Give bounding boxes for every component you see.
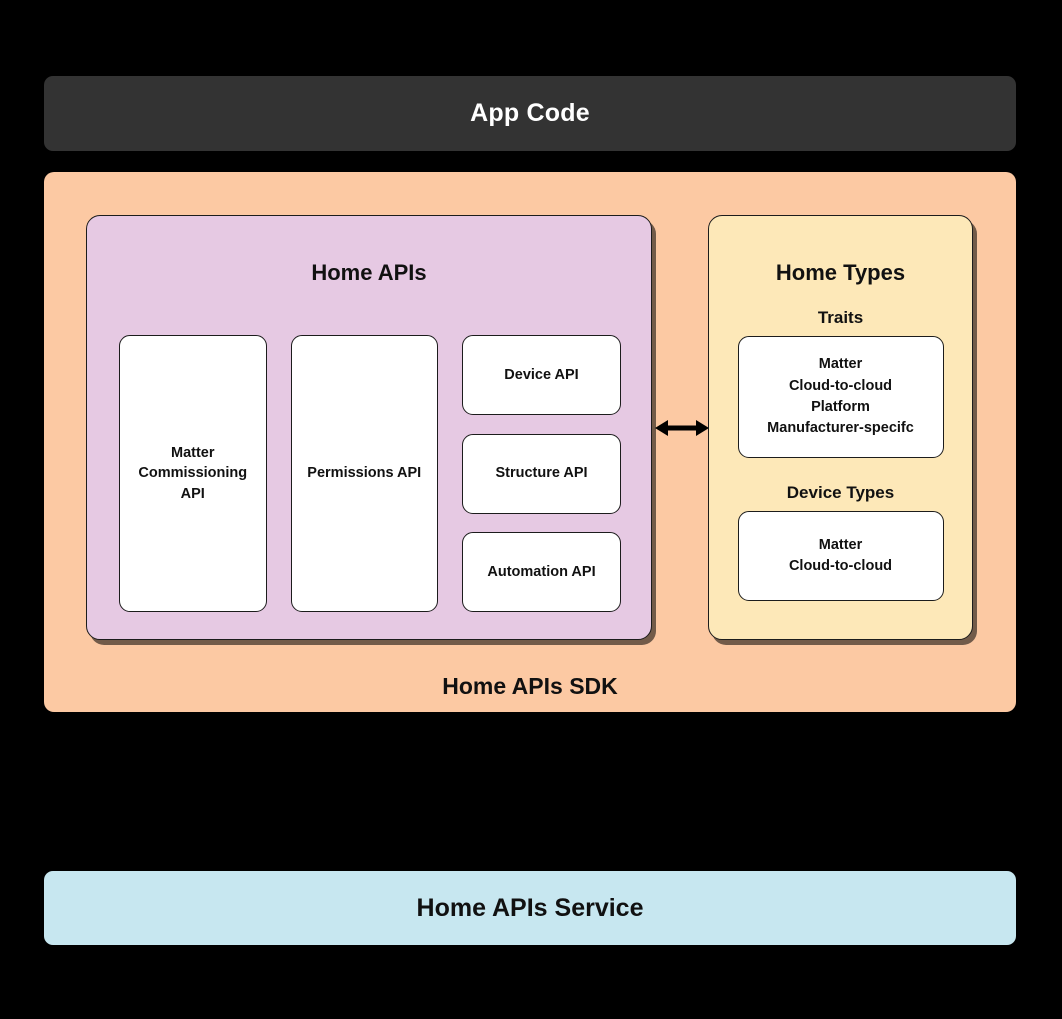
home-apis-sdk-container: Home APIs Matter Commissioning API Permi… bbox=[44, 172, 1016, 712]
home-types-title: Home Types bbox=[775, 260, 906, 285]
device-types-heading: Device Types bbox=[786, 483, 895, 502]
app-code-bar: App Code bbox=[44, 76, 1016, 151]
device-types-section: Device Types Matter Cloud-to-cloud bbox=[709, 483, 972, 601]
device-types-card: Matter Cloud-to-cloud bbox=[737, 511, 944, 601]
automation-api-label: Automation API bbox=[487, 563, 596, 580]
home-apis-panel: Home APIs Matter Commissioning API Permi… bbox=[86, 215, 652, 640]
home-types-panel: Home Types Traits Matter Cloud-to-cloud … bbox=[708, 215, 973, 640]
device-api-card: Device API bbox=[462, 335, 621, 415]
permissions-api-card: Permissions API bbox=[290, 335, 438, 612]
home-apis-service-bar: Home APIs Service bbox=[44, 871, 1016, 945]
api-card-column: Device API Structure API Automation API bbox=[462, 335, 621, 612]
bidirectional-arrow-icon bbox=[655, 415, 709, 441]
home-apis-title: Home APIs bbox=[311, 260, 427, 285]
home-apis-card-group: Matter Commissioning API Permissions API… bbox=[119, 335, 621, 612]
permissions-api-label: Permissions API bbox=[307, 465, 422, 482]
device-api-label: Device API bbox=[504, 366, 579, 383]
home-apis-service-label: Home APIs Service bbox=[416, 893, 644, 922]
traits-heading: Traits bbox=[817, 308, 864, 327]
traits-card-label: Matter Cloud-to-cloud Platform Manufactu… bbox=[767, 356, 914, 437]
device-types-card-label: Matter Cloud-to-cloud bbox=[788, 536, 893, 574]
traits-section: Traits Matter Cloud-to-cloud Platform Ma… bbox=[709, 308, 972, 458]
structure-api-card: Structure API bbox=[462, 433, 621, 514]
matter-commissioning-api-card: Matter Commissioning API bbox=[119, 335, 267, 612]
structure-api-label: Structure API bbox=[495, 465, 588, 482]
app-code-label: App Code bbox=[470, 99, 590, 127]
traits-card: Matter Cloud-to-cloud Platform Manufactu… bbox=[737, 336, 944, 458]
home-apis-sdk-label: Home APIs SDK bbox=[442, 673, 618, 699]
matter-commissioning-api-label: Matter Commissioning API bbox=[138, 444, 248, 502]
automation-api-card: Automation API bbox=[462, 532, 621, 612]
